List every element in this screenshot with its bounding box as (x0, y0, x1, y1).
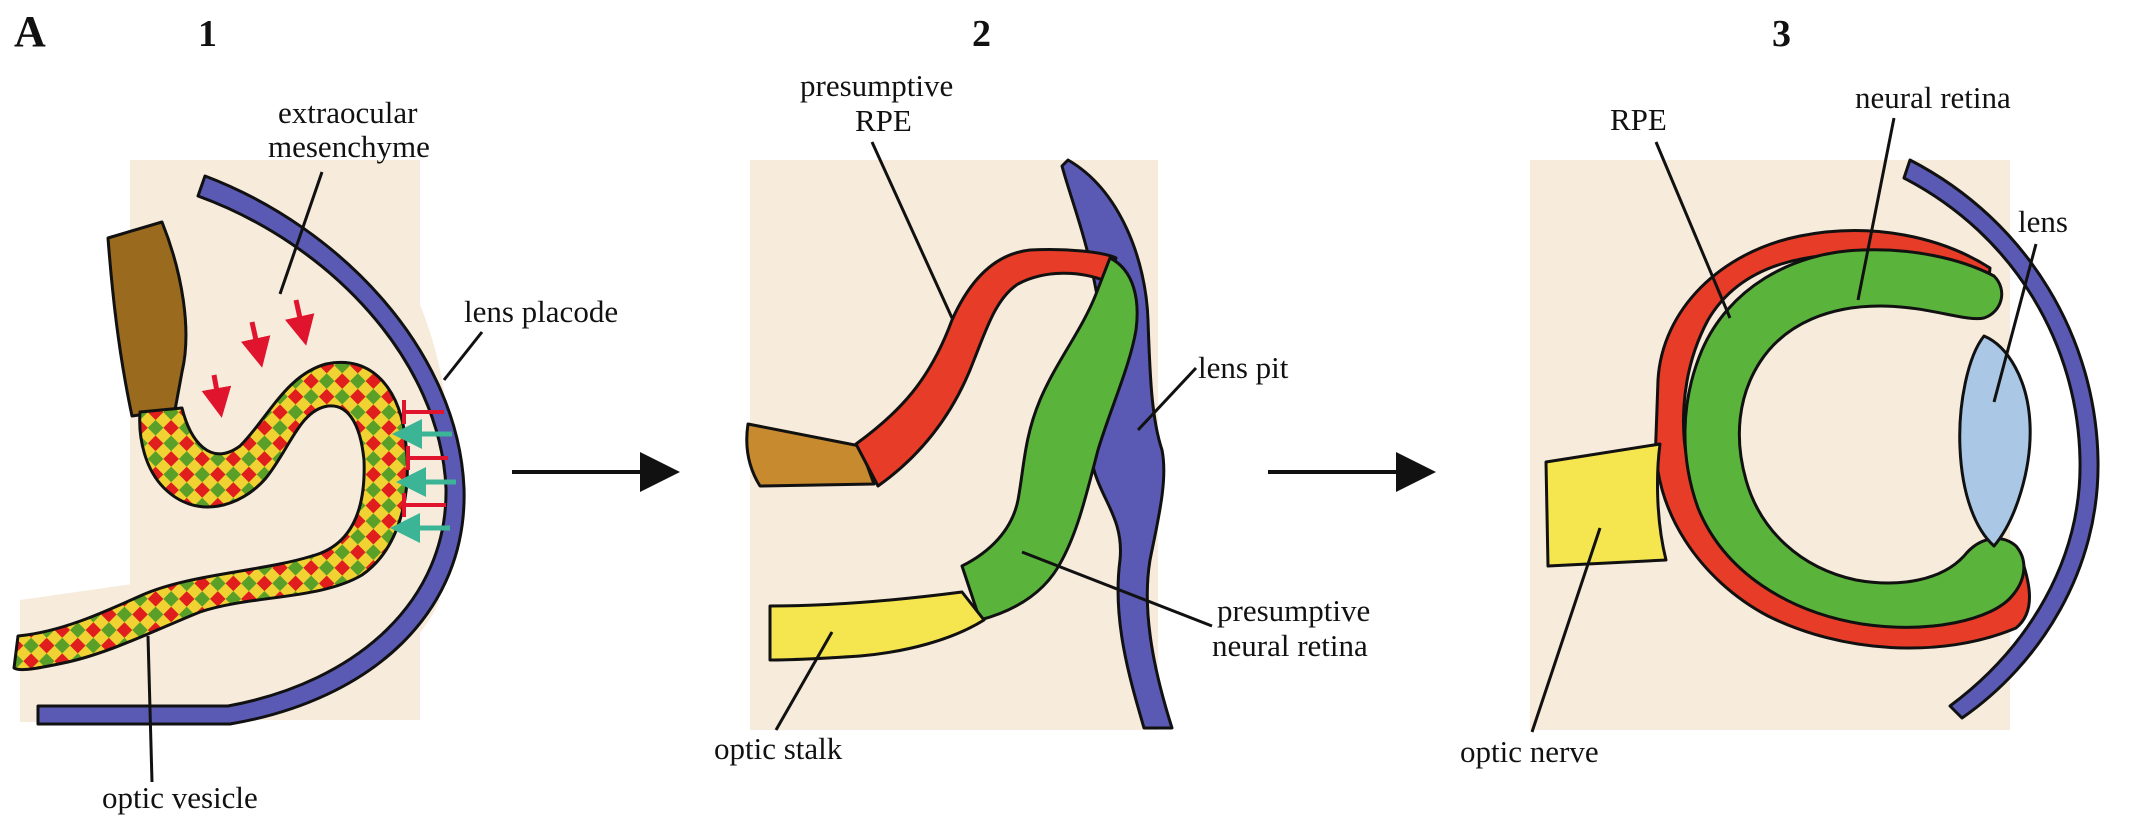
label-optic-stalk: optic stalk (714, 731, 843, 766)
mesenchyme-signal-arrow (241, 321, 271, 368)
surface-ectoderm (1902, 158, 2100, 720)
label-neural-retina: neural retina (1855, 80, 2011, 115)
lens-placode-signals (390, 400, 456, 543)
leader-neural-retina (1856, 117, 1896, 301)
optic-vesicle (12, 360, 409, 672)
leader-lens-pit (1136, 366, 1198, 432)
label-optic-vesicle: optic vesicle (102, 780, 258, 815)
label-presumptive-nr-2: neural retina (1212, 628, 1368, 663)
label-rpe: RPE (1610, 102, 1667, 137)
mesenchyme-signal-arrow (201, 374, 232, 418)
optic-nerve (1544, 442, 1668, 568)
stage-3-optic-cup: RPE neural retina lens optic nerve (1460, 80, 2100, 769)
label-extraocular: extraocular (278, 95, 418, 130)
leader-optic-nerve (1530, 527, 1602, 733)
label-optic-nerve: optic nerve (1460, 734, 1599, 769)
stage-2-orange-tissue (745, 422, 876, 488)
label-mesenchyme: mesenchyme (268, 129, 430, 164)
mesenchyme-signal-arrow (285, 299, 315, 346)
leader-extraocular-mesenchyme (278, 171, 324, 295)
leader-lens-placode (442, 331, 484, 381)
label-lens: lens (2018, 204, 2068, 239)
panel-letter: A (14, 7, 46, 56)
step-number-2: 2 (972, 13, 991, 55)
neural-retina (1683, 248, 2026, 629)
leader-optic-stalk (774, 631, 834, 731)
leader-rpe (1654, 141, 1732, 319)
lens-placode-ectoderm (36, 174, 466, 726)
leader-presumptive-nr (1021, 550, 1213, 628)
label-lens-placode: lens placode (464, 294, 618, 329)
label-lens-pit: lens pit (1198, 350, 1289, 385)
step-number-3: 3 (1772, 13, 1791, 55)
stage-2-optic-cup-forming: presumptive RPE lens pit presumptive neu… (714, 68, 1370, 766)
leader-presumptive-rpe (870, 141, 954, 319)
step-number-1: 1 (198, 13, 217, 55)
presumptive-neural-retina (960, 256, 1139, 622)
label-presumptive-rpe-2: RPE (855, 103, 912, 138)
leader-optic-vesicle (146, 635, 154, 783)
leader-lens (1992, 243, 2038, 403)
lens-structure (1958, 334, 2032, 548)
label-presumptive-nr-1: presumptive (1217, 593, 1370, 628)
stage-1-optic-vesicle: extraocular mesenchyme lens placode opti… (12, 95, 618, 815)
label-presumptive-rpe-1: presumptive (800, 68, 953, 103)
